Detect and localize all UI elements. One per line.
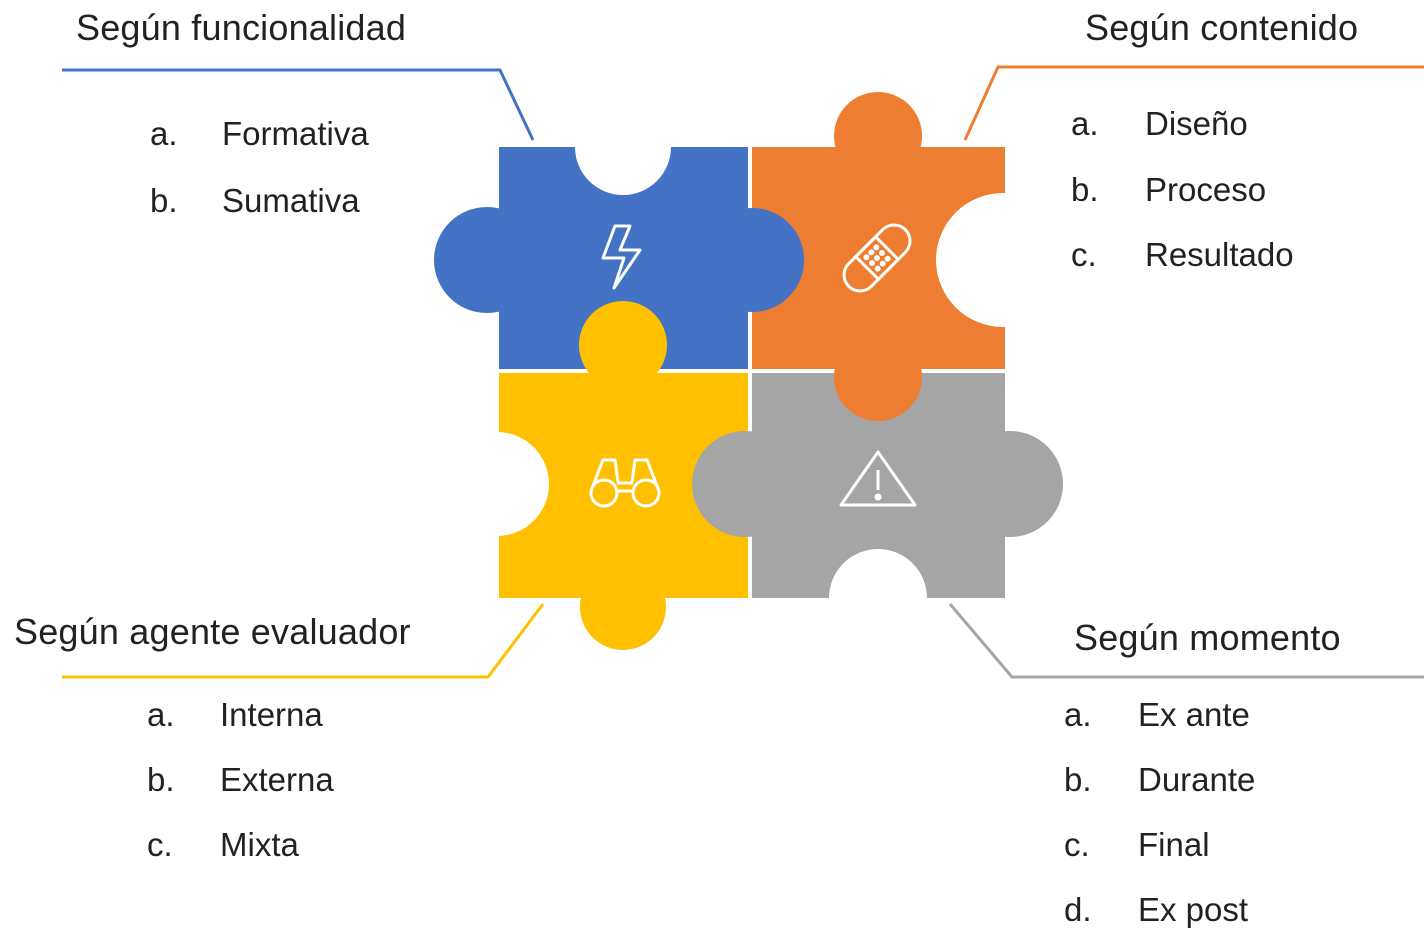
list-label: Sumativa [222, 182, 360, 219]
warning-icon [839, 450, 917, 507]
list-marker: a. [150, 115, 178, 152]
list-marker: c. [1071, 236, 1097, 273]
list-label: Proceso [1145, 171, 1267, 208]
list-marker: c. [147, 826, 173, 863]
list-marker: b. [1071, 171, 1099, 208]
lightning-icon [601, 224, 642, 290]
list-marker: a. [1064, 696, 1092, 733]
list-label: Ex ante [1138, 696, 1250, 733]
list-marker: d. [1064, 891, 1092, 928]
connector-line-contenido [963, 65, 1424, 141]
heading-funcionalidad: Según funcionalidad [76, 7, 407, 48]
list-marker: b. [147, 761, 175, 798]
list-label: Interna [220, 696, 323, 733]
list-marker: c. [1064, 826, 1090, 863]
list-marker: a. [1071, 105, 1099, 142]
list-label: Durante [1138, 761, 1256, 798]
connector-line-momento [948, 603, 1424, 679]
heading-momento: Según momento [1074, 617, 1341, 658]
bandage-icon [842, 223, 912, 293]
heading-agente: Según agente evaluador [14, 611, 411, 652]
list-label: Diseño [1145, 105, 1248, 142]
list-label: Resultado [1145, 236, 1294, 273]
binoculars-icon [589, 458, 661, 508]
list-label: Formativa [222, 115, 369, 152]
list-label: Mixta [220, 826, 299, 863]
connector-line-agente [62, 603, 545, 679]
list-label: Ex post [1138, 891, 1249, 928]
list-marker: b. [150, 182, 178, 219]
list-marker: a. [147, 696, 175, 733]
list-marker: b. [1064, 761, 1092, 798]
heading-contenido: Según contenido [1085, 7, 1359, 48]
list-label: Final [1138, 826, 1210, 863]
connector-line-funcionalidad [62, 68, 535, 141]
list-label: Externa [220, 761, 334, 798]
